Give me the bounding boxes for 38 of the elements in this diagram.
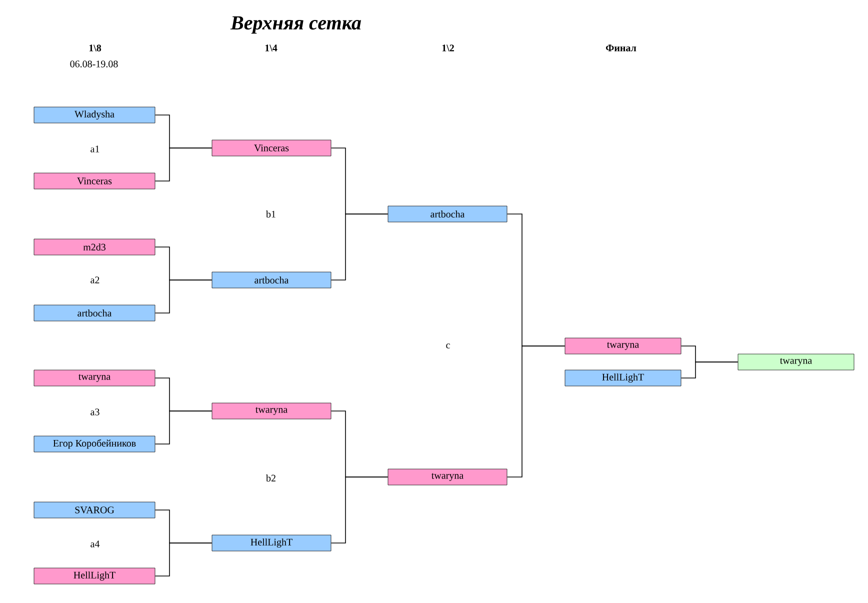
match-label: a1 [90, 146, 100, 152]
player-box: artbocha [34, 304, 156, 322]
bracket-line [330, 214, 388, 280]
match-label: c [446, 344, 450, 348]
bracket-line [506, 346, 566, 478]
match-label: a4 [90, 540, 100, 548]
player-box: twaryna [212, 402, 332, 420]
round-heading: 1\2 [442, 44, 454, 52]
player-box: twaryna [738, 354, 854, 370]
player-box: HellLighT [212, 534, 332, 552]
bracket-line [330, 476, 388, 544]
player-box: Егор Коробейников [34, 436, 156, 452]
player-box: HellLighT [34, 568, 156, 584]
player-box: artbocha [212, 272, 332, 288]
round-heading: 1\4 [265, 44, 278, 52]
date-range: 06.08-19.08 [70, 60, 118, 68]
player-box: HellLighT [564, 370, 682, 386]
match-label: a2 [90, 276, 100, 284]
player-box: artbocha [388, 206, 508, 222]
bracket-line [680, 362, 738, 378]
player-box: m2d3 [34, 238, 156, 256]
player-box: Vinceras [212, 140, 332, 156]
bracket-line [154, 542, 212, 576]
player-box: Wladysha [34, 106, 156, 124]
match-label: b2 [266, 474, 276, 482]
player-box: twaryna [34, 370, 156, 386]
match-label: b1 [266, 210, 276, 218]
round-heading: 1\8 [89, 44, 102, 52]
bracket-line [154, 280, 212, 314]
player-box: Vinceras [34, 172, 156, 190]
bracket-line [154, 148, 212, 182]
player-box: twaryna [564, 338, 682, 354]
round-heading: Финал [606, 44, 636, 52]
match-label: a3 [90, 408, 100, 416]
player-box: twaryna [388, 468, 508, 486]
bracket-line [154, 410, 212, 444]
title: Верхняя сетка [230, 16, 361, 34]
player-box: SVAROG [34, 502, 156, 518]
